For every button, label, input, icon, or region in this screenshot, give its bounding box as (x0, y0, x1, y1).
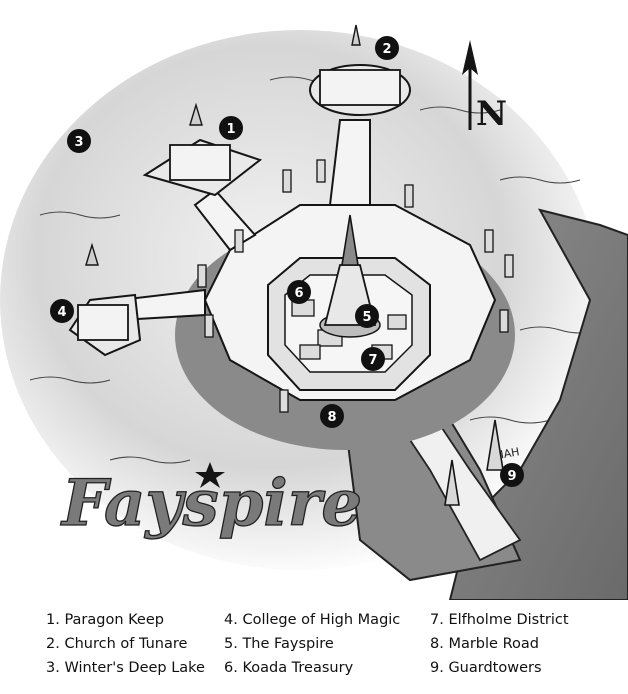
marker-9: 9 (500, 463, 524, 487)
church-of-tunare (309, 24, 411, 116)
legend-item: 6. Koada Treasury (224, 660, 354, 676)
legend-item: 8. Marble Road (430, 636, 539, 652)
marker-4: 4 (50, 299, 74, 323)
legend-column-3: 7. Elfholme District 8. Marble Road 9. G… (430, 608, 569, 680)
marker-7: 7 (361, 347, 385, 371)
marker-1: 1 (219, 116, 243, 140)
legend-column-2: 4. College of High Magic 5. The Fayspire… (224, 608, 400, 680)
map-markers: 1 2 3 4 5 6 7 8 (50, 36, 524, 487)
marker-1-label: 1 (226, 122, 235, 137)
marker-4-label: 4 (57, 305, 66, 320)
marker-3: 3 (67, 129, 91, 153)
marker-7-label: 7 (368, 353, 377, 368)
marker-6-label: 6 (294, 286, 303, 301)
marker-2: 2 (375, 36, 399, 60)
fayspire-map: N Fayspire IAH 1 2 3 4 5 6 (0, 24, 628, 600)
compass-label: N (476, 94, 507, 134)
legend-column-1: 1. Paragon Keep 2. Church of Tunare 3. W… (46, 608, 205, 680)
paragon-keep (142, 102, 263, 197)
legend-item: 4. College of High Magic (224, 612, 401, 628)
legend-item: 1. Paragon Keep (46, 612, 164, 628)
legend-item: 9. Guardtowers (430, 660, 542, 676)
college-of-high-magic (68, 242, 142, 357)
marker-6: 6 (287, 280, 311, 304)
north-causeway (328, 119, 371, 206)
title-star-icon (195, 462, 225, 488)
plaza-posts (197, 159, 514, 413)
marker-8: 8 (320, 404, 344, 428)
marker-2-label: 2 (382, 42, 391, 57)
marker-5-label: 5 (362, 310, 371, 325)
map-legend: 1. Paragon Keep 2. Church of Tunare 3. W… (0, 600, 628, 694)
legend-item: 3. Winter's Deep Lake (46, 660, 205, 676)
compass-north-arrow: N (462, 40, 507, 134)
legend-item: 7. Elfholme District (430, 612, 569, 628)
legend-item: 5. The Fayspire (224, 636, 334, 652)
marker-9-label: 9 (507, 469, 516, 484)
guardtowers (444, 419, 504, 506)
marker-8-label: 8 (327, 410, 336, 425)
legend-item: 2. Church of Tunare (46, 636, 188, 652)
marker-3-label: 3 (74, 135, 83, 150)
artist-signature: IAH (499, 445, 520, 461)
marker-5: 5 (355, 304, 379, 328)
